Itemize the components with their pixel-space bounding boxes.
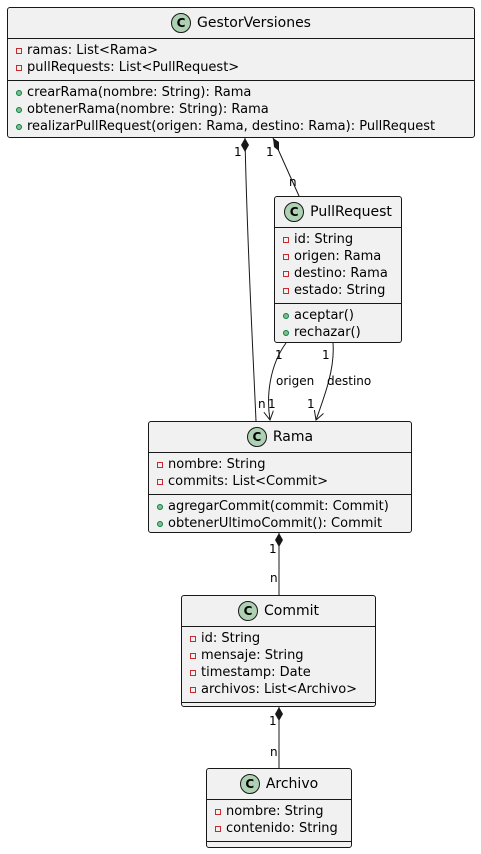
label-destino: destino: [327, 374, 372, 388]
composition-diamond: [241, 138, 249, 152]
attributes-section: id: String origen: Rama destino: Rama es…: [275, 228, 401, 303]
private-marker-icon: [16, 47, 22, 54]
mult-gestor-rama-target: n: [258, 397, 266, 411]
method: obtenerUltimoCommit(): Commit: [157, 515, 405, 532]
public-marker-icon: [16, 89, 22, 96]
class-stereotype-icon: C: [239, 774, 260, 794]
method: aceptar(): [283, 307, 395, 324]
class-header: C Commit: [182, 596, 375, 627]
edge-pr-rama-destino: [316, 342, 334, 420]
attribute: id: String: [283, 231, 395, 248]
mult-rama-commit-source: 1: [269, 542, 277, 556]
method: crearRama(nombre: String): Rama: [16, 84, 468, 101]
attributes-section: nombre: String contenido: String: [207, 800, 351, 841]
mult-gestor-pr-source: 1: [266, 145, 274, 159]
attribute: id: String: [190, 630, 369, 647]
mult-gestor-rama-source: 1: [234, 145, 242, 159]
class-commit[interactable]: C Commit id: String mensaje: String time…: [181, 595, 376, 707]
composition-diamond: [275, 707, 283, 721]
mult-commit-archivo-source: 1: [269, 714, 277, 728]
class-header: C GestorVersiones: [8, 8, 474, 39]
attributes-section: nombre: String commits: List<Commit>: [149, 453, 411, 494]
methods-section: agregarCommit(commit: Commit) obtenerUlt…: [149, 494, 411, 536]
composition-diamond: [275, 533, 283, 547]
edge-gestor-pullrequest: [272, 137, 300, 197]
class-stereotype-icon: C: [238, 601, 258, 621]
class-stereotype-icon: C: [246, 427, 267, 447]
class-name: PullRequest: [310, 204, 392, 220]
attribute: archivos: List<Archivo>: [190, 681, 369, 698]
class-stereotype-icon: C: [284, 202, 305, 222]
private-marker-icon: [215, 808, 221, 815]
private-marker-icon: [16, 64, 22, 71]
class-name: Rama: [272, 429, 314, 445]
private-marker-icon: [157, 461, 163, 468]
method: realizarPullRequest(origen: Rama, destin…: [16, 118, 468, 135]
class-rama[interactable]: C Rama nombre: String commits: List<Comm…: [148, 421, 412, 533]
class-pullrequest[interactable]: C PullRequest id: String origen: Rama de…: [274, 196, 402, 343]
attribute: timestamp: Date: [190, 664, 369, 681]
private-marker-icon: [190, 652, 196, 659]
class-name: Commit: [264, 603, 319, 619]
public-marker-icon: [16, 123, 22, 130]
mult-origen-target: 1: [268, 397, 276, 411]
class-name: Archivo: [265, 776, 319, 792]
class-header: C Archivo: [207, 769, 351, 800]
methods-section: crearRama(nombre: String): Rama obtenerR…: [8, 80, 474, 139]
edge-pr-rama-origen: [269, 342, 287, 420]
attribute: nombre: String: [157, 456, 405, 473]
public-marker-icon: [283, 329, 289, 336]
attribute: mensaje: String: [190, 647, 369, 664]
attributes-section: id: String mensaje: String timestamp: Da…: [182, 627, 375, 702]
mult-origen-source: 1: [275, 348, 283, 362]
edge-gestor-rama: [241, 137, 257, 422]
attribute: ramas: List<Rama>: [16, 42, 468, 59]
mult-commit-archivo-target: n: [270, 745, 278, 759]
attribute: destino: Rama: [283, 265, 395, 282]
methods-section: aceptar() rechazar(): [275, 303, 401, 345]
edge-rama-commit: [275, 533, 283, 595]
composition-diamond: [273, 138, 279, 151]
attribute: nombre: String: [215, 803, 345, 820]
mult-destino-source: 1: [322, 348, 330, 362]
method: agregarCommit(commit: Commit): [157, 498, 405, 515]
public-marker-icon: [16, 106, 22, 113]
private-marker-icon: [283, 270, 289, 277]
method: obtenerRama(nombre: String): Rama: [16, 101, 468, 118]
class-gestorversiones[interactable]: C GestorVersiones ramas: List<Rama> pull…: [7, 7, 475, 138]
private-marker-icon: [190, 686, 196, 693]
method: rechazar(): [283, 324, 395, 341]
attribute: origen: Rama: [283, 248, 395, 265]
attribute: contenido: String: [215, 820, 345, 837]
class-header: C PullRequest: [275, 197, 401, 228]
private-marker-icon: [190, 669, 196, 676]
public-marker-icon: [283, 312, 289, 319]
private-marker-icon: [190, 635, 196, 642]
mult-destino-target: 1: [307, 397, 315, 411]
label-origen: origen: [276, 374, 315, 388]
private-marker-icon: [283, 287, 289, 294]
methods-section: [182, 702, 375, 707]
attribute: estado: String: [283, 282, 395, 299]
attributes-section: ramas: List<Rama> pullRequests: List<Pul…: [8, 39, 474, 80]
class-stereotype-icon: C: [171, 13, 192, 33]
private-marker-icon: [215, 825, 221, 832]
class-name: GestorVersiones: [197, 15, 311, 31]
edge-commit-archivo: [275, 707, 283, 768]
private-marker-icon: [283, 253, 289, 260]
mult-rama-commit-target: n: [270, 571, 278, 585]
attribute: commits: List<Commit>: [157, 473, 405, 490]
mult-gestor-pr-target: n: [289, 175, 297, 189]
class-header: C Rama: [149, 422, 411, 453]
public-marker-icon: [157, 503, 163, 510]
attribute: pullRequests: List<PullRequest>: [16, 59, 468, 76]
class-archivo[interactable]: C Archivo nombre: String contenido: Stri…: [206, 768, 352, 848]
public-marker-icon: [157, 520, 163, 527]
private-marker-icon: [157, 478, 163, 485]
methods-section: [207, 841, 351, 846]
private-marker-icon: [283, 236, 289, 243]
